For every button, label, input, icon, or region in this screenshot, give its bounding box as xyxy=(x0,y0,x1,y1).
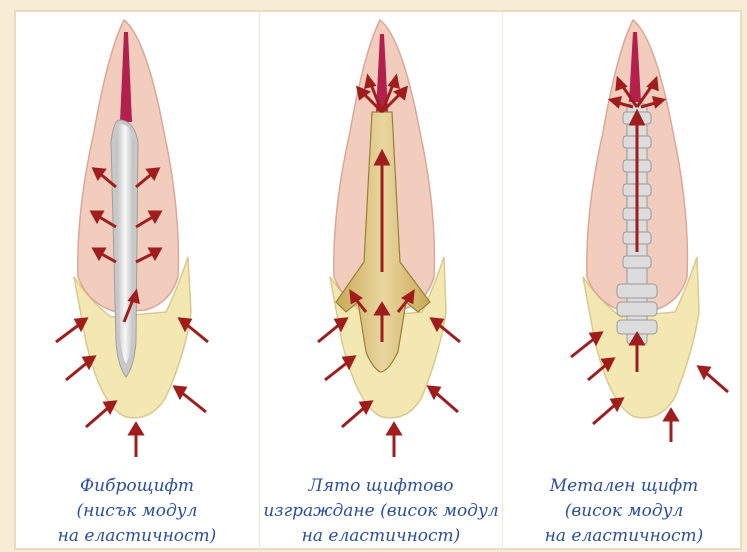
caption-line: Метален щифт xyxy=(503,474,745,499)
panel-cast-post: Лято щифтово изграждане (висок модул на … xyxy=(259,12,502,552)
tooth-fiber-illustration xyxy=(16,12,258,472)
caption-metal-post: Метален щифт (висок модул на еластичност… xyxy=(503,474,745,549)
tooth-metal-illustration xyxy=(503,12,745,472)
caption-fiber-post: Фиброщифт (нисък модул на еластичност) xyxy=(16,474,258,549)
caption-line: Фиброщифт xyxy=(16,474,258,499)
caption-line: на еластичност) xyxy=(16,524,258,549)
caption-line: на еластичност) xyxy=(260,524,502,549)
diagram-frame: Фиброщифт (нисък модул на еластичност) xyxy=(14,10,742,550)
caption-line: (висок модул xyxy=(503,499,745,524)
tooth-cast-illustration xyxy=(260,12,502,472)
panel-fiber-post: Фиброщифт (нисък модул на еластичност) xyxy=(16,12,258,552)
caption-line: на еластичност) xyxy=(503,524,745,549)
caption-line: изграждане (висок модул xyxy=(260,499,502,524)
panel-metal-post: Метален щифт (висок модул на еластичност… xyxy=(502,12,745,552)
caption-line: Лято щифтово xyxy=(260,474,502,499)
caption-cast-post: Лято щифтово изграждане (висок модул на … xyxy=(260,474,502,549)
caption-line: (нисък модул xyxy=(16,499,258,524)
